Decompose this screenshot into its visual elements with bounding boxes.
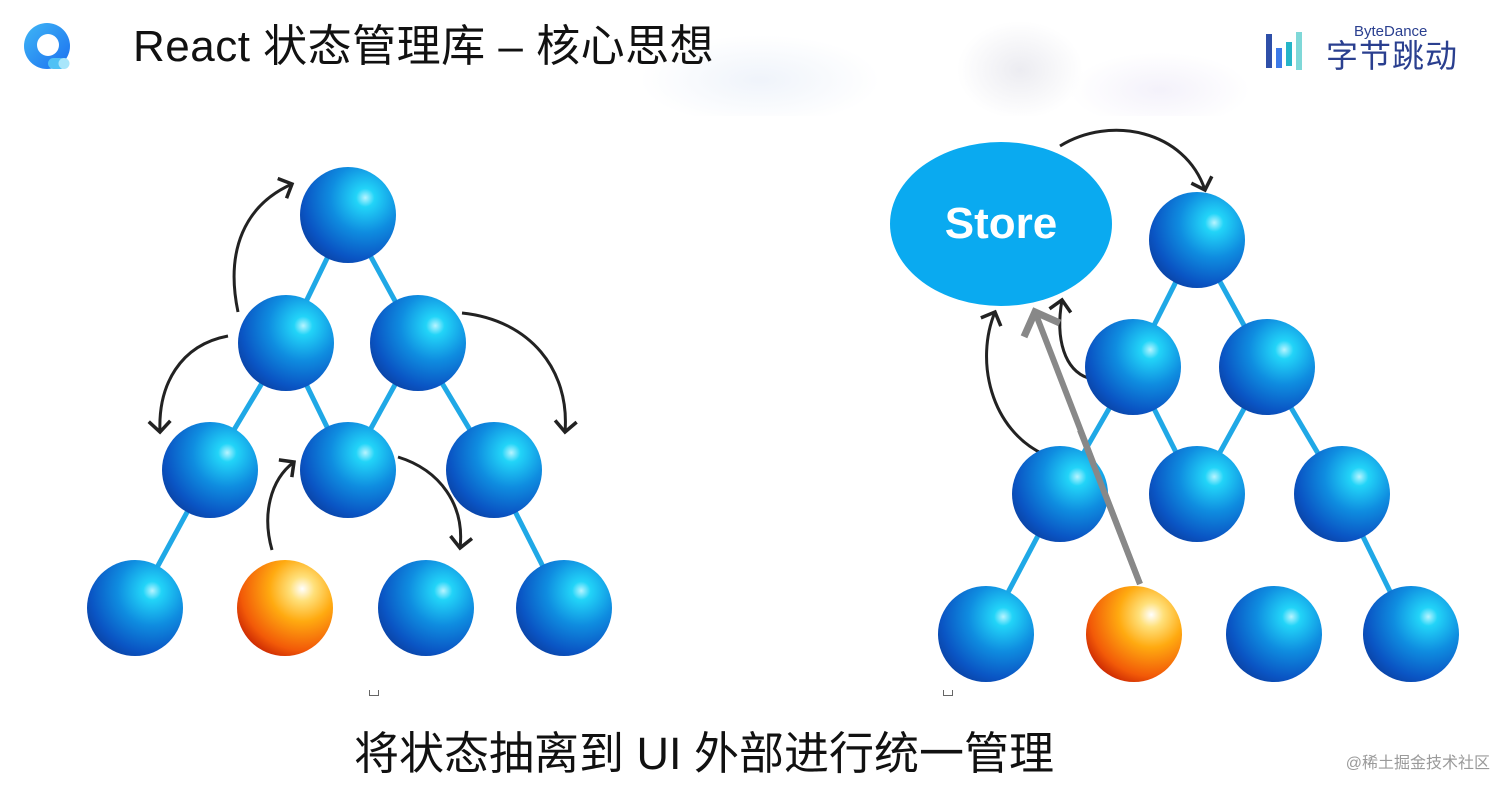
- tree-node: [1294, 446, 1390, 542]
- tree-node: [1219, 319, 1315, 415]
- tree-node: [238, 295, 334, 391]
- tree-node: [446, 422, 542, 518]
- store-node: Store: [890, 142, 1112, 306]
- state-source-node: [1086, 586, 1182, 682]
- tree-node: [1149, 446, 1245, 542]
- tree-node: [938, 586, 1034, 682]
- tree-node: [516, 560, 612, 656]
- tree-node: [370, 295, 466, 391]
- store-label: Store: [945, 199, 1057, 248]
- tree-node: [1085, 319, 1181, 415]
- tree-node: [87, 560, 183, 656]
- brand-name-en: ByteDance: [1354, 23, 1428, 40]
- tree-node: [1363, 586, 1459, 682]
- image-corner-mark: [369, 690, 379, 696]
- left-tree-arrows: [147, 176, 578, 551]
- tree-node: [162, 422, 258, 518]
- bytedance-bars-icon: [1266, 32, 1302, 70]
- tree-node: [1226, 586, 1322, 682]
- tree-node: [300, 167, 396, 263]
- caption-text: 将状态抽离到 UI 外部进行统一管理: [353, 728, 1054, 779]
- tree-node: [1012, 446, 1108, 542]
- tree-node: [1149, 192, 1245, 288]
- app-logo-ring-icon: [24, 23, 70, 69]
- state-source-node: [237, 560, 333, 656]
- store-update-arrow-overlay: [1077, 428, 1143, 586]
- right-tree-nodes: [938, 192, 1459, 682]
- bytedance-logo: ByteDance 字节跳动: [1264, 24, 1474, 76]
- image-corner-mark: [943, 690, 953, 696]
- tree-node: [378, 560, 474, 656]
- caption: 将状态抽离到 UI 外部进行统一管理: [0, 724, 1398, 784]
- watermark: @稀土掘金技术社区: [1345, 755, 1490, 772]
- page-title: React 状态管理库 – 核心思想: [133, 22, 715, 71]
- tree-node: [300, 422, 396, 518]
- right-tree-edges: [983, 238, 1414, 636]
- left-tree-edges: [132, 213, 567, 610]
- left-tree-nodes: [87, 167, 612, 656]
- brand-name-cn: 字节跳动: [1326, 38, 1459, 74]
